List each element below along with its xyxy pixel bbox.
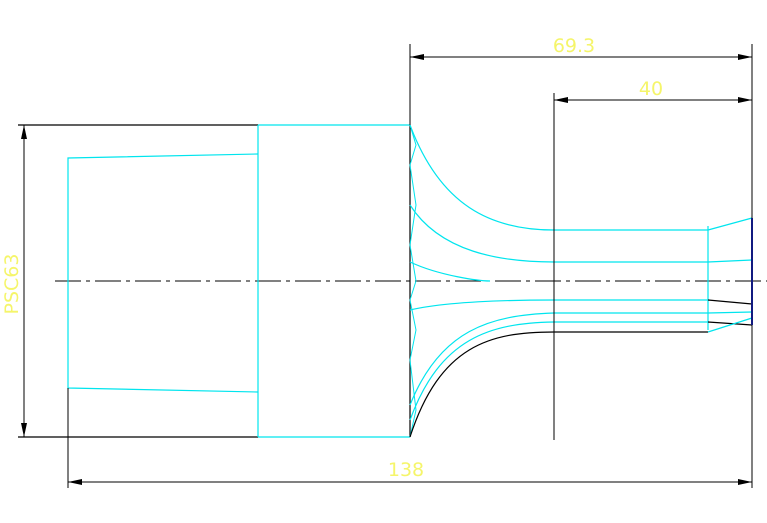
shank — [18, 124, 259, 438]
dimension-psc63: PSC63 — [1, 125, 28, 437]
dimension-40: 40 — [554, 78, 752, 103]
dimension-138: 138 — [68, 459, 752, 485]
dimension-69-3-text: 69.3 — [553, 35, 595, 57]
tip — [707, 217, 753, 333]
dimension-40-text: 40 — [639, 78, 663, 100]
dimension-psc63-text: PSC63 — [1, 254, 23, 315]
lower-transition-curves — [409, 299, 555, 438]
upper-transition-curves — [409, 124, 555, 282]
extension-lines — [67, 44, 753, 488]
neck — [554, 226, 709, 333]
flange — [258, 124, 417, 438]
dimension-69-3: 69.3 — [410, 35, 752, 60]
dimension-138-text: 138 — [388, 459, 424, 481]
